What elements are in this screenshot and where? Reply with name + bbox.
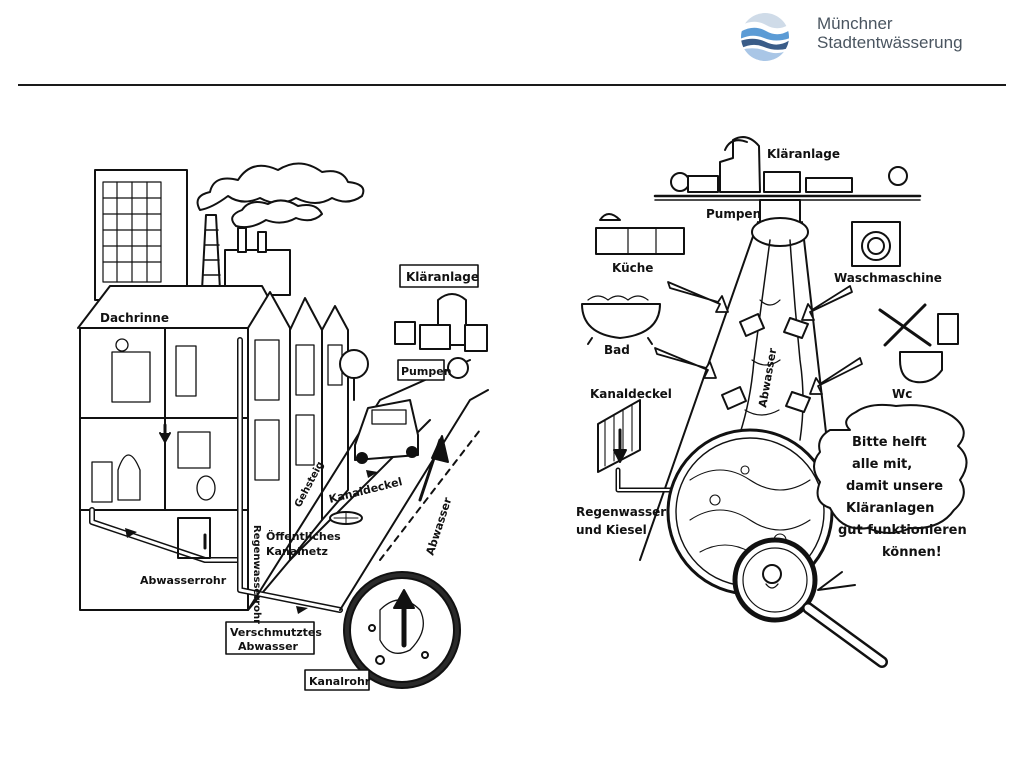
label-verschmutztes-2: Abwasser [238,640,299,653]
brand-line-1: Münchner [817,14,893,33]
label-verschmutztes-1: Verschmutztes [230,626,322,639]
office-tower [94,169,188,301]
pump [447,357,469,379]
speech-bubble-text: Bitte helft alle mit, damit unsere Klära… [838,435,967,560]
label-klaeranlage-left: Kläranlage [406,270,479,284]
label-klaeranlage-right: Kläranlage [767,147,840,161]
toilet [878,303,959,384]
label-oeffentliches-1: Öffentliches [266,529,341,543]
wave-globe-logo-icon [741,13,789,61]
label-kanalrohr: Kanalrohr [309,675,371,688]
bubble-line-2: alle mit, [852,457,912,472]
label-pumpen-right: Pumpen [706,207,761,221]
label-dachrinne: Dachrinne [100,311,169,325]
left-diagram [77,162,489,691]
label-kueche: Küche [612,261,653,275]
label-wc: Wc [892,387,912,401]
magnifying-glass-icon [732,537,818,623]
label-abwasser-right: Abwasser [756,347,779,409]
bubble-line-1: Bitte helft [852,435,927,450]
bubble-line-3: damit unsere [846,479,943,494]
right-diagram [581,136,968,668]
bubble-line-4: Kläranlagen [846,501,934,516]
label-abwasserrohr: Abwasserrohr [140,574,227,587]
kitchen [595,227,685,255]
bubble-line-5: gut funktionieren [838,523,967,538]
brand-line-2: Stadtentwässerung [817,33,963,52]
label-regenwasser-2: und Kiesel [576,523,647,537]
speech-bubble [813,403,968,534]
car [354,399,419,461]
brand-name: Münchner Stadtentwässerung [817,14,963,52]
header-divider [18,84,1006,86]
label-pumpen-left: Pumpen [401,365,452,378]
treatment-plant [670,136,908,193]
label-abwasser-left: Abwasser [423,495,454,557]
label-kanaldeckel-right: Kanaldeckel [590,387,672,401]
bathtub [581,303,661,339]
small-treatment-plant [394,293,488,352]
header: Münchner Stadtentwässerung [0,0,1024,86]
bubble-line-6: können! [882,545,942,560]
label-waschmaschine: Waschmaschine [834,271,942,285]
factory [196,162,365,296]
label-bad: Bad [604,343,630,357]
label-oeffentliches-2: Kanalnetz [266,545,328,558]
label-regenwasser-1: Regenwasser [576,505,666,519]
washing-machine [851,221,901,267]
label-regenwasserrohr: Regenwasserrohr [251,525,262,624]
